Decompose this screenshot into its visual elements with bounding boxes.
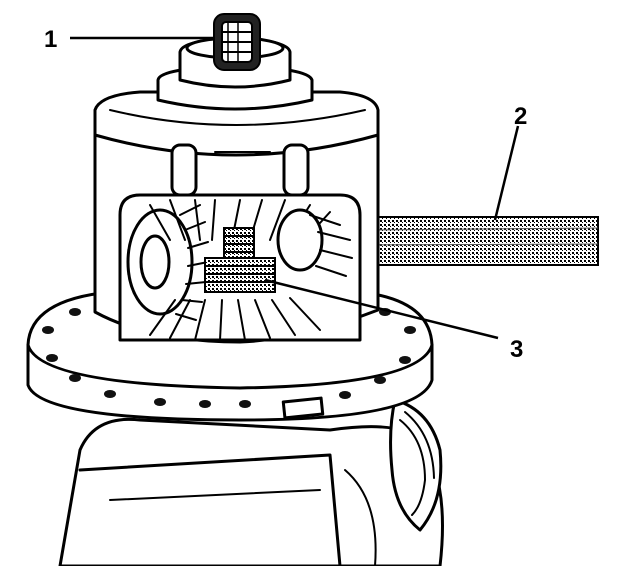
tool-socket: [213, 13, 261, 71]
pinion-gear-bottom: [149, 297, 321, 340]
flange-bolt-holes: [42, 308, 416, 408]
side-gear-left: [126, 204, 209, 321]
tool-bar: [359, 216, 599, 266]
callout-1: 1: [44, 26, 57, 53]
case-window: [118, 193, 362, 342]
callout-labels: 1 2 3: [44, 26, 527, 363]
clutch-pack: [204, 257, 276, 293]
callout-3: 3: [510, 336, 523, 363]
side-gear-right: [276, 208, 353, 277]
axle-housing: [58, 398, 444, 566]
leader-lines: [70, 36, 520, 340]
spring-pack: [223, 227, 255, 259]
callout-2: 2: [514, 103, 527, 130]
